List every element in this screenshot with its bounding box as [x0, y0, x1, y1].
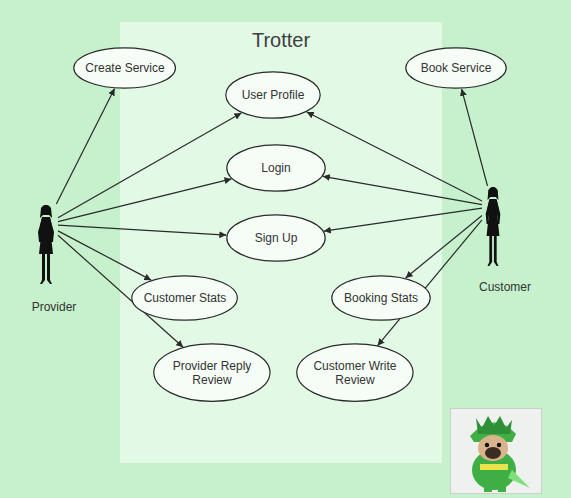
association-arrow [406, 215, 482, 277]
actor-hair [40, 205, 52, 218]
use-case-ellipse: Provider Reply Review [153, 343, 271, 402]
use-case-ellipse: Book Service [405, 47, 507, 89]
ellipse-shape [226, 72, 320, 118]
association-arrow [462, 89, 488, 186]
association-arrow [307, 112, 482, 201]
text-holder: Create Service [85, 61, 164, 75]
association-arrow [378, 220, 482, 346]
use-case-ellipse: Create Service [73, 47, 176, 89]
actor-figure [482, 186, 504, 268]
use-case-name: User Profile [242, 88, 305, 102]
text-holder: Book Service [421, 61, 492, 75]
actor-hair [488, 187, 499, 200]
association-arrow [58, 113, 241, 218]
use-case-name: Sign Up [255, 231, 298, 245]
text-holder: Provider Reply Review [166, 359, 258, 388]
actor-arms [38, 218, 54, 242]
dog-face [478, 435, 508, 461]
ellipse-shape [406, 48, 506, 88]
use-case-ellipse: Sign Up [226, 214, 326, 262]
actor-figure [34, 204, 58, 286]
association-arrow [323, 176, 482, 204]
association-arrow [324, 208, 482, 231]
dog-eye [485, 443, 489, 447]
association-arrow [56, 89, 114, 204]
use-case-name: Create Service [85, 61, 164, 75]
ellipse-shape [154, 344, 270, 401]
actor-dress [39, 217, 53, 254]
use-case-name: Book Service [421, 61, 492, 75]
text-holder: User Profile [242, 88, 305, 102]
costume-foot [484, 486, 492, 492]
association-arrow [58, 235, 183, 347]
actor: Customer [475, 186, 535, 294]
costume-spikes [476, 416, 512, 434]
text-holder: Sign Up [255, 231, 298, 245]
actor-arms [486, 200, 501, 224]
use-case-name: Booking Stats [344, 291, 418, 305]
use-case-name: Customer Write Review [309, 359, 401, 388]
use-case-ellipse: Login [226, 144, 326, 192]
ellipse-shape [227, 145, 325, 191]
system-name: Trotter [120, 28, 442, 52]
ellipse-shape [227, 215, 325, 261]
text-holder: Customer Write Review [309, 359, 401, 388]
association-arrow [58, 179, 231, 222]
use-case-ellipse: Customer Stats [131, 275, 238, 321]
ellipse-shape [132, 276, 238, 320]
use-case-ellipse: User Profile [225, 71, 321, 119]
use-case-ellipse: Booking Stats [331, 275, 431, 321]
actor-name: Provider [25, 300, 83, 314]
ellipse-shape [332, 276, 430, 320]
dog-muzzle [485, 447, 501, 459]
use-case-name: Customer Stats [144, 291, 227, 305]
costume-stripe [480, 464, 508, 470]
ellipse-shape [297, 344, 413, 401]
ellipse-shape [74, 48, 176, 88]
use-case-name: Provider Reply Review [166, 359, 258, 388]
costume-foot [498, 486, 506, 492]
actor-legs [40, 254, 52, 284]
text-holder: Booking Stats [344, 291, 418, 305]
association-arrow [58, 231, 151, 280]
system-boundary: TrotterUser ProfileLoginSign Up Customer … [120, 22, 442, 463]
actor-dress [487, 199, 500, 236]
text-holder: Customer Stats [144, 291, 227, 305]
costume-tail [508, 470, 530, 488]
text-holder: Login [261, 161, 290, 175]
actor-legs [488, 236, 499, 266]
actor: Provider [25, 204, 83, 314]
use-case-name: Login [261, 161, 290, 175]
use-case-ellipse: Customer Write Review [296, 343, 414, 402]
dog-eye [497, 443, 501, 447]
actor-name: Customer [475, 280, 535, 294]
mascot-illustration [450, 408, 542, 494]
association-arrow [58, 225, 226, 235]
picture-frame [451, 409, 542, 494]
